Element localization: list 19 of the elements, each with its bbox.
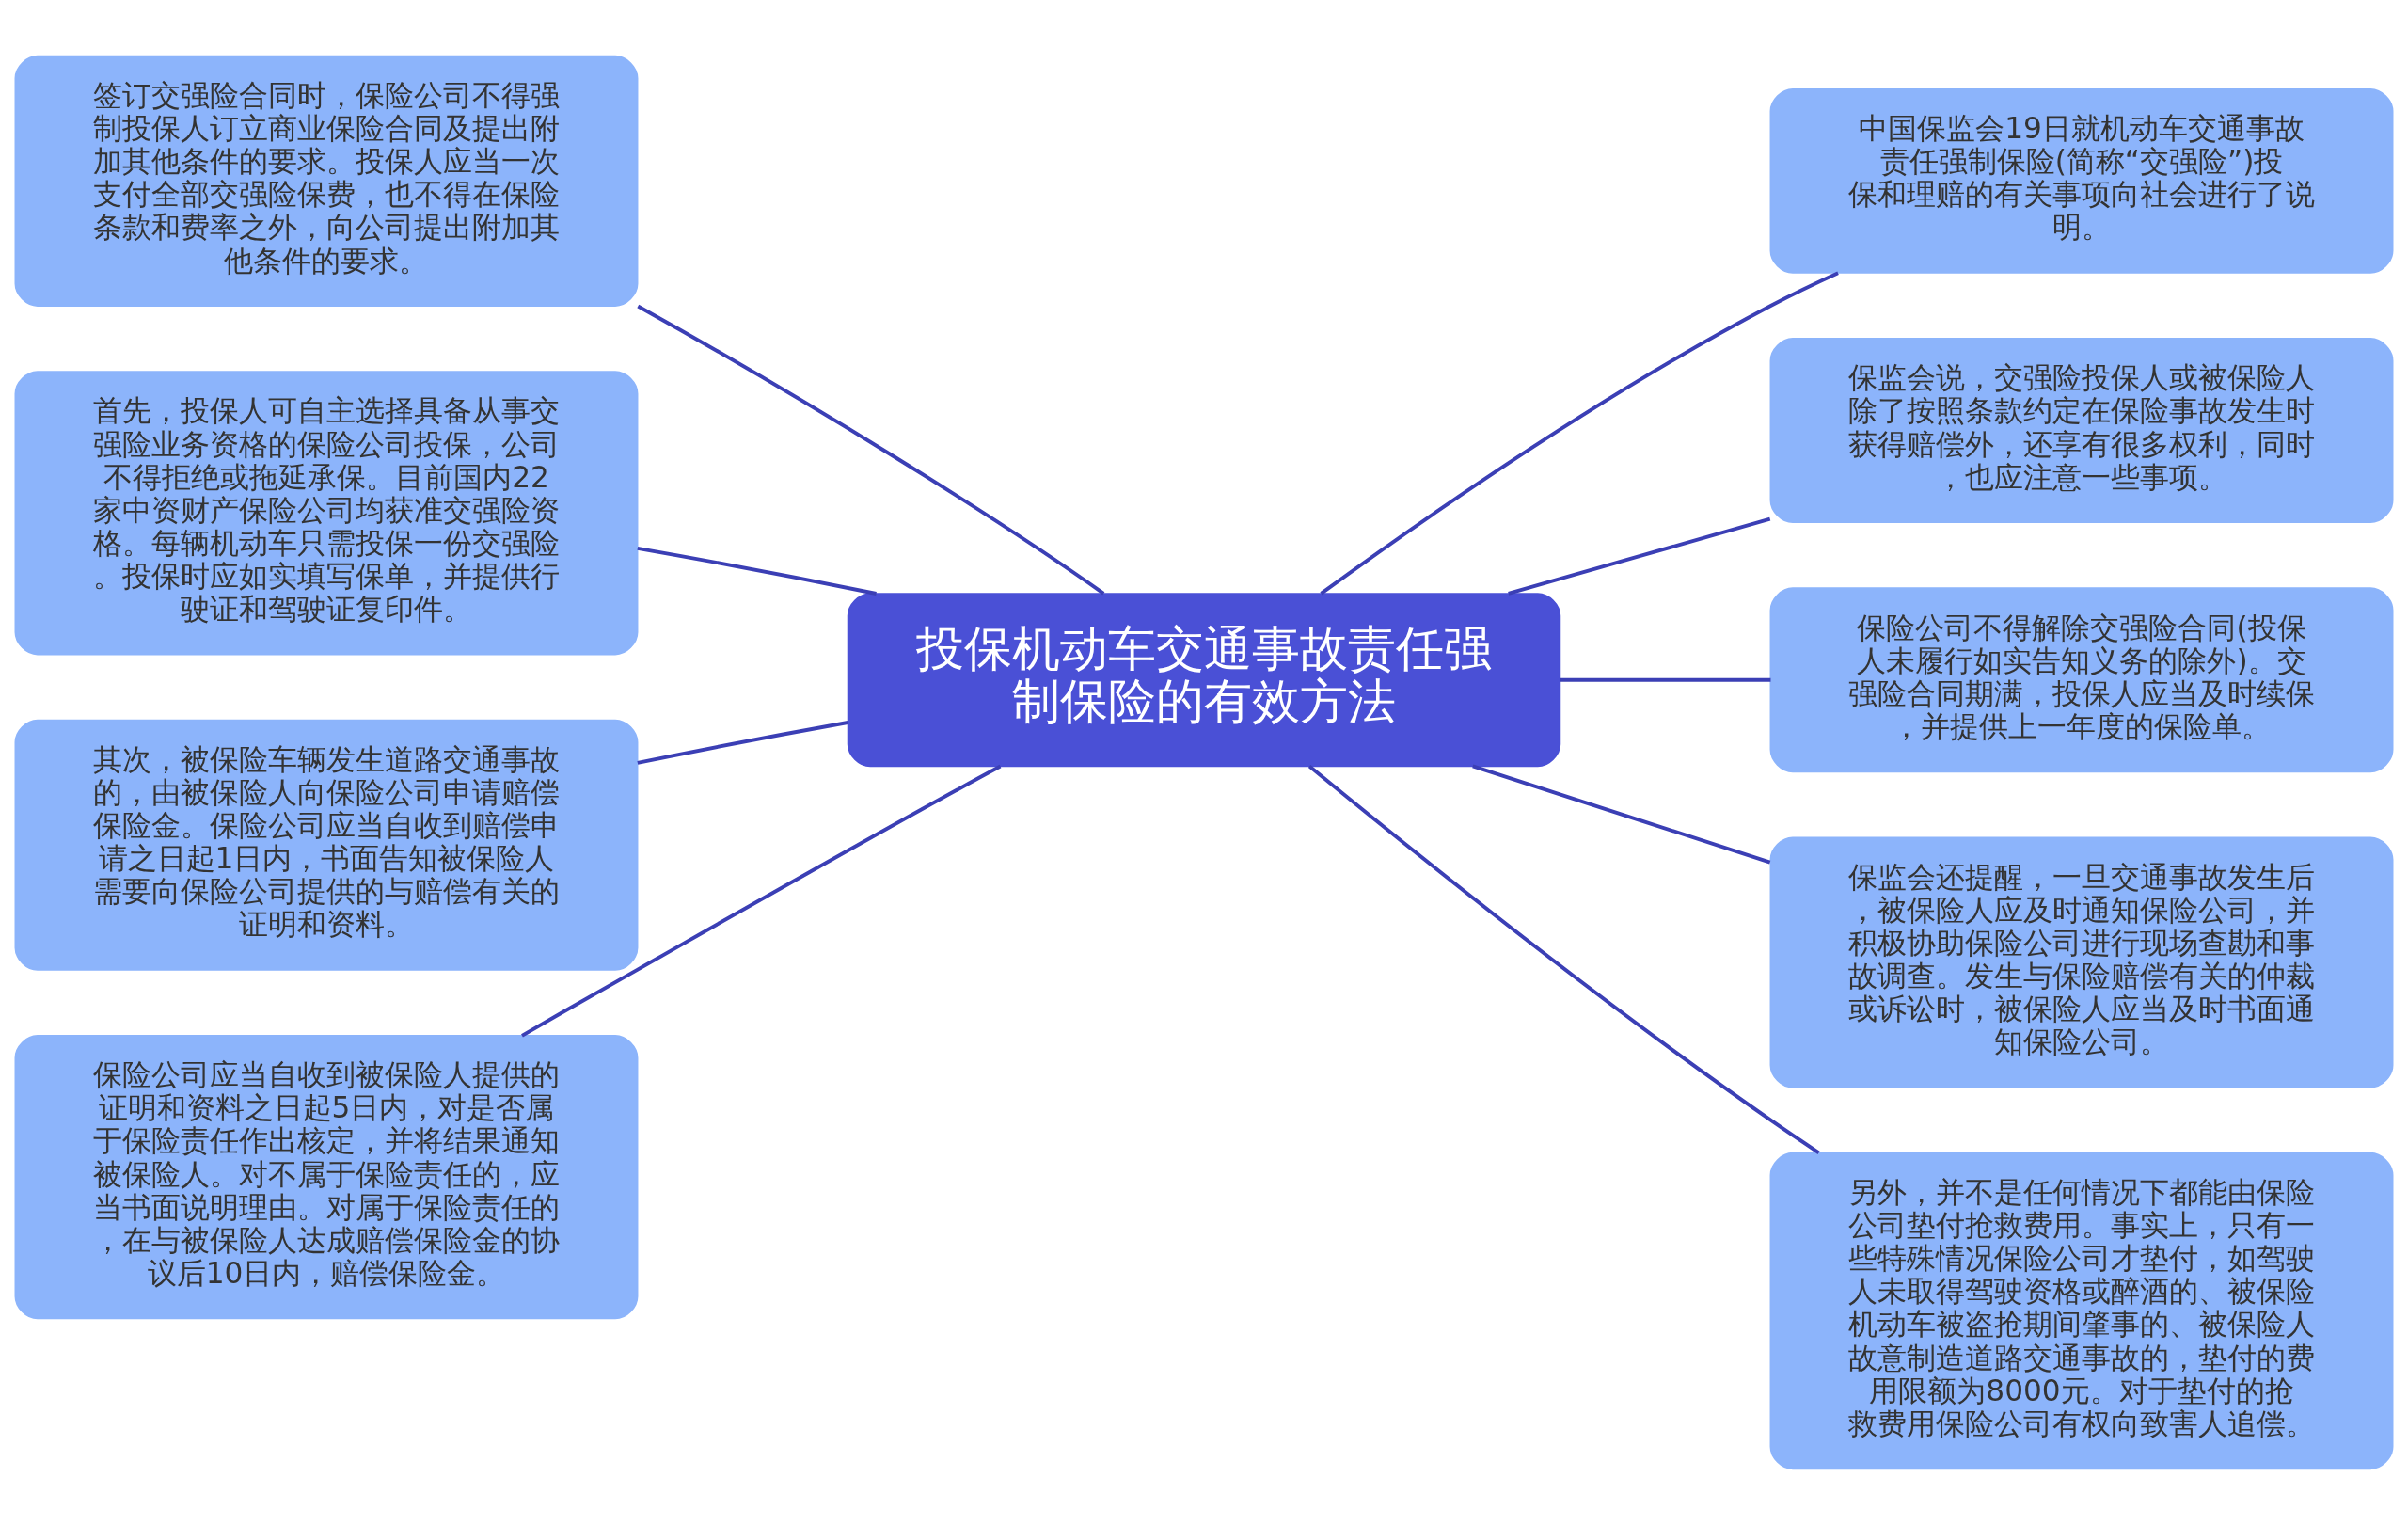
connector [521,764,1002,1038]
connector [1472,764,1771,865]
node-box: 投保机动车交通事故责任强制保险的有效方法 [847,593,1561,768]
node-box: 其次，被保险车辆发生道路交通事故的，由被保险人向保险公司申请赔偿保险金。保险公司应当自收到赔偿申请之日起1日内，书面告知被保险人需要向保险公司提供的与赔偿有关的证明和资料。 [14,719,639,971]
node-box: 签订交强险合同时，保险公司不得强制投保人订立商业保险合同及提出附加其他条件的要求。投保人应当一次支付全部交强险保费，也不得在保险条款和费率之外，向公司提出附加其他条件的要求。 [14,55,639,307]
connector [1307,764,1820,1154]
connector [637,546,877,596]
node-box: 保监会还提醒，一旦交通事故发生后，被保险人应及时通知保险公司，并积极协助保险公司进行现场查勘和事故调查。发生与保险赔偿有关的仲裁或诉讼时，被保险人应当及时书面通知保险公司。 [1769,836,2394,1088]
node-box: 保险公司应当自收到被保险人提供的证明和资料之日起5日内，对是否属于保险责任作出核定，并将结果通知被保险人。对不属于保险责任的，应当书面说明理由。对属于保险责任的，在与被保险人达成赔偿保险金的协议后10日内，赔偿保险金。 [14,1035,639,1320]
connector [1560,677,1771,682]
node-box: 另外，并不是任何情况下都能由保险公司垫付抢救费用。事实上，只有一些特殊情况保险公司才垫付，如驾驶人未取得驾驶资格或醉酒的、被保险机动车被盗抢期间肇事的、被保险人故意制造道路交通事故的，垫付的费用限额为8000元。对于垫付的抢救费用保险公司有权向致害人追偿。 [1769,1152,2394,1470]
connector [1320,271,1839,596]
node-box: 保险公司不得解除交强险合同(投保人未履行如实告知义务的除外)。交强险合同期满，投保人应当及时续保，并提供上一年度的保险单。 [1769,587,2394,773]
node-box: 首先，投保人可自主选择具备从事交强险业务资格的保险公司投保，公司不得拒绝或拖延承保。目前国内22家中资财产保险公司均获准交强险资格。每辆机动车只需投保一份交强险。投保时应如实填写保单，并提供行驶证和驾驶证复印件。 [14,371,639,656]
node-box: 保监会说，交强险投保人或被保险人除了按照条款约定在保险事故发生时获得赔偿外，还享有很多权利，同时，也应注意一些事项。 [1769,338,2394,524]
node-box: 中国保监会19日就机动车交通事故责任强制保险(简称“交强险”)投保和理赔的有关事项向社会进行了说明。 [1769,87,2394,274]
connector [637,304,1105,596]
connector [1508,516,1771,596]
connector [637,721,848,765]
